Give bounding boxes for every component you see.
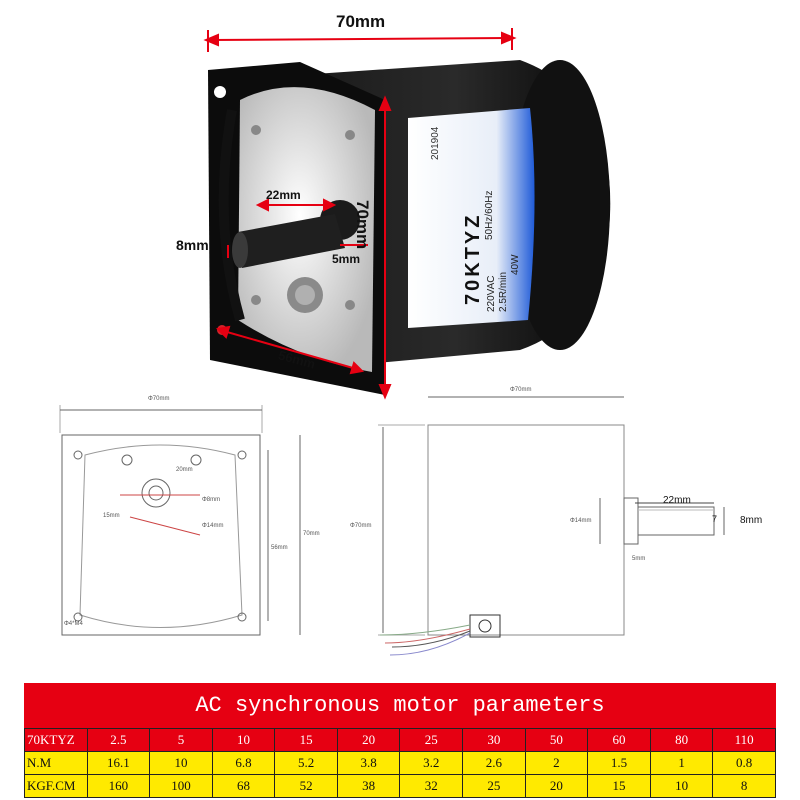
front-dim-center: 56mm xyxy=(271,545,288,551)
table-cell: 15 xyxy=(587,774,651,798)
label-spec-3: 2.5R/min xyxy=(498,271,509,312)
photo-dim-shaft-diameter: 8mm xyxy=(176,237,209,253)
table-cell: 8 xyxy=(712,774,776,798)
table-cell: 1.5 xyxy=(587,751,651,775)
table-cell: 25 xyxy=(462,774,526,798)
table-cell: 2.5 xyxy=(86,728,151,752)
table-cell: 60 xyxy=(587,728,651,752)
table-cell: 15 xyxy=(274,728,338,752)
label-spec-2: 220VAC xyxy=(486,275,497,312)
table-cell: 20 xyxy=(336,728,401,752)
label-spec-1: 50Hz/60Hz xyxy=(484,190,495,240)
flange-hole xyxy=(214,86,226,98)
label-model: 70KTYZ xyxy=(462,212,484,305)
output-shaft xyxy=(238,214,345,268)
table-cell: 38 xyxy=(336,774,401,798)
table-cell: 32 xyxy=(399,774,464,798)
side-view-outline xyxy=(427,424,625,636)
table-cell: 20 xyxy=(524,774,589,798)
side-dim-width: Φ70mm xyxy=(510,387,532,393)
side-view-boss xyxy=(623,497,639,545)
table-cell: 5 xyxy=(149,728,213,752)
front-view-boss xyxy=(141,478,171,508)
front-dim-shaft: Φ8mm xyxy=(202,497,221,503)
front-dim-height: 70mm xyxy=(303,531,320,537)
table-cell: 3.2 xyxy=(399,751,464,775)
table-row-header: N.M xyxy=(24,751,88,775)
side-dim-boss: Φ14mm xyxy=(570,518,592,524)
table-cell: 2 xyxy=(524,751,589,775)
table-cell: 100 xyxy=(149,774,213,798)
table-cell: 6.8 xyxy=(211,751,276,775)
side-dim-step: 5mm xyxy=(632,556,646,562)
table-cell: 2.6 xyxy=(462,751,526,775)
table-cell: 110 xyxy=(712,728,776,752)
table-cell: 3.8 xyxy=(336,751,401,775)
parameter-table-title: AC synchronous motor parameters xyxy=(24,683,776,728)
table-row-header: KGF.CM xyxy=(24,774,88,798)
table-cell: 68 xyxy=(211,774,276,798)
cable-gland xyxy=(469,614,501,638)
technical-drawing: Φ70mm 70mm 56mm Φ8mm Φ14mm 15mm 20mm Φ4*… xyxy=(0,385,800,680)
table-cell: 52 xyxy=(274,774,338,798)
front-dim-flat: 15mm xyxy=(103,513,120,519)
table-cell: 1 xyxy=(649,751,714,775)
photo-dim-width: 70mm xyxy=(336,12,386,31)
table-cell: 5.2 xyxy=(274,751,338,775)
table-cell: 80 xyxy=(649,728,714,752)
label-spec-4: 40W xyxy=(510,254,521,275)
table-cell: 16.1 xyxy=(86,751,151,775)
table-cell: 10 xyxy=(149,751,213,775)
table-cell: 10 xyxy=(649,774,714,798)
front-dim-width: Φ70mm xyxy=(148,396,170,402)
label-date: 201904 xyxy=(430,126,441,160)
table-cell: 30 xyxy=(462,728,526,752)
table-cell: 10 xyxy=(211,728,276,752)
table-row-header: 70KTYZ xyxy=(24,728,88,752)
motor-label xyxy=(408,108,535,328)
side-dim-shaft-diameter: 8mm xyxy=(740,515,763,526)
side-dim-flat: 7 xyxy=(712,514,718,524)
front-view-outline xyxy=(61,434,261,636)
table-cell: 50 xyxy=(524,728,589,752)
photo-dim-height: 70mm xyxy=(353,200,372,250)
front-dim-offset: 20mm xyxy=(176,467,193,473)
photo-dim-flat: 5mm xyxy=(332,252,361,266)
side-dim-height: Φ70mm xyxy=(350,523,372,529)
table-cell: 25 xyxy=(399,728,464,752)
front-dim-boss: Φ14mm xyxy=(202,523,224,529)
table-cell: 0.8 xyxy=(712,751,776,775)
photo-dim-shaft-length: 22mm xyxy=(266,188,301,202)
side-view-shaft xyxy=(637,506,715,536)
table-cell: 160 xyxy=(86,774,151,798)
motor-photo: 70mm 70mm 22mm 8mm 5mm 56mm 201904 70KTY… xyxy=(176,12,611,400)
side-dim-shaft-length: 22mm xyxy=(663,495,691,506)
front-dim-holes: Φ4*M4 xyxy=(64,621,83,627)
